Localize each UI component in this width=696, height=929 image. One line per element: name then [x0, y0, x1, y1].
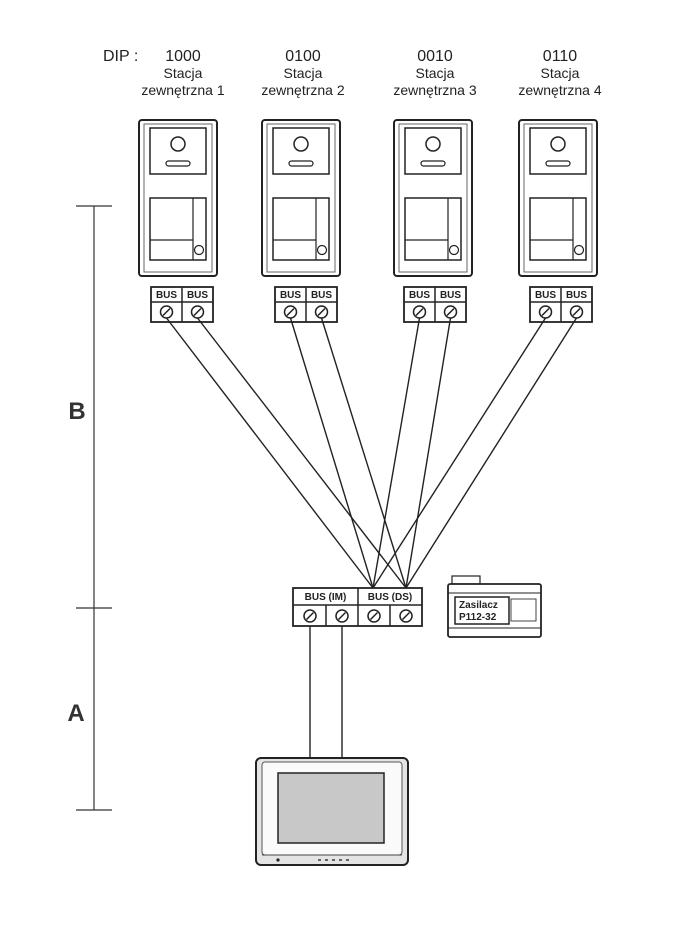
station-2-panel — [261, 119, 341, 277]
station-1-dip: 1000 — [165, 48, 201, 65]
section-b-label: B — [68, 398, 85, 425]
station-1-terminal-block: BUS BUS — [150, 286, 214, 323]
station-3-terminal-right: BUS — [440, 290, 461, 301]
camera-icon — [550, 136, 566, 152]
screw-icon — [303, 609, 317, 623]
station-4-label-line2: zewnętrzna 4 — [518, 82, 601, 98]
power-supply-label-line2: P112-32 — [459, 612, 497, 623]
speaker-slot-icon — [420, 160, 446, 167]
station-2-terminal-right: BUS — [311, 290, 332, 301]
station-3-dip: 0010 — [417, 48, 453, 65]
outdoor-station-3: 0010 Stacja zewnętrzna 3 BUS BUS — [393, 48, 477, 323]
led-indicator-icon — [276, 858, 280, 862]
camera-icon — [425, 136, 441, 152]
station-4-dip: 0110 — [543, 48, 578, 65]
station-3-label-line2: zewnętrzna 3 — [393, 82, 476, 98]
power-supply-unit: Zasilacz P112-32 — [447, 575, 542, 638]
call-button-icon — [573, 244, 585, 256]
screw-icon — [399, 609, 413, 623]
hub-ds-label: BUS (DS) — [368, 592, 412, 603]
monitor-buttons-icon — [318, 859, 349, 861]
indoor-monitor — [255, 757, 409, 866]
station-3-terminal-left: BUS — [409, 290, 430, 301]
speaker-slot-icon — [288, 160, 314, 167]
speaker-slot-icon — [165, 160, 191, 167]
monitor-wires — [309, 626, 343, 760]
distance-dimension — [76, 205, 112, 811]
station-3-terminal-block: BUS BUS — [403, 286, 467, 323]
station-1-panel — [138, 119, 218, 277]
call-button-icon — [316, 244, 328, 256]
call-button-icon — [448, 244, 460, 256]
outdoor-station-4: 0110 Stacja zewnętrzna 4 BUS BUS — [518, 48, 602, 323]
station-1-label-line1: Stacja — [164, 65, 203, 81]
station-4-terminal-left: BUS — [535, 290, 556, 301]
station-3-label-line1: Stacja — [416, 65, 455, 81]
section-a-label: A — [67, 700, 84, 727]
station-4-terminal-block: BUS BUS — [529, 286, 593, 323]
speaker-slot-icon — [545, 160, 571, 167]
station-4-label-line1: Stacja — [541, 65, 580, 81]
outdoor-station-2: 0100 Stacja zewnętrzna 2 BUS BUS — [261, 48, 345, 323]
station-2-terminal-left: BUS — [280, 290, 301, 301]
bus-wires — [165, 317, 578, 589]
station-1-terminal-right: BUS — [187, 290, 208, 301]
hub-im-label: BUS (IM) — [305, 592, 347, 603]
station-2-dip: 0100 — [285, 48, 321, 65]
station-4-panel — [518, 119, 598, 277]
power-supply-label-line1: Zasilacz — [459, 600, 498, 611]
dip-prefix-label: DIP : — [103, 48, 138, 65]
camera-icon — [293, 136, 309, 152]
station-3-panel — [393, 119, 473, 277]
outdoor-station-1: 1000 Stacja zewnętrzna 1 BUS BUS — [138, 48, 225, 323]
station-2-label-line1: Stacja — [284, 65, 323, 81]
screw-icon — [335, 609, 349, 623]
station-2-label-line2: zewnętrzna 2 — [261, 82, 344, 98]
station-4-terminal-right: BUS — [566, 290, 587, 301]
station-2-terminal-block: BUS BUS — [274, 286, 338, 323]
station-1-terminal-left: BUS — [156, 290, 177, 301]
hub-terminal-block: BUS (IM) BUS (DS) — [292, 587, 423, 627]
screw-icon — [367, 609, 381, 623]
station-1-label-line2: zewnętrzna 1 — [141, 82, 224, 98]
call-button-icon — [193, 244, 205, 256]
camera-icon — [170, 136, 186, 152]
